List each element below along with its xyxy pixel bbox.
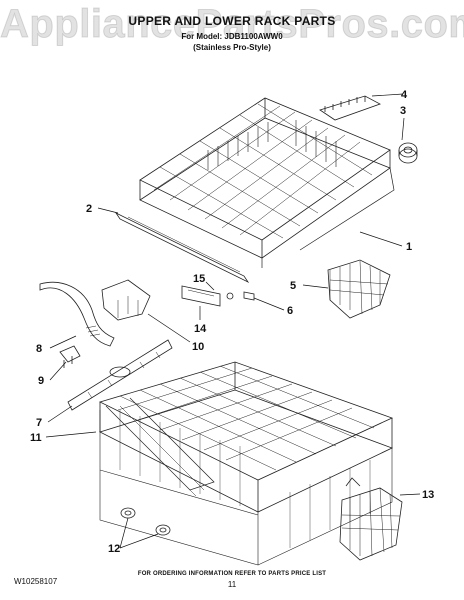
- callout-11: 11: [30, 432, 42, 444]
- callout-15: 15: [193, 273, 205, 285]
- part-8-drawing: [39, 281, 115, 347]
- callout-1: 1: [406, 241, 412, 253]
- model-line: For Model: JDB1100AWW0: [181, 32, 283, 41]
- callout-labels: 4 3 1 2 5 6 15 14 10 8 9 7 11 12 13: [30, 89, 434, 555]
- part-5-drawing: [327, 259, 391, 319]
- part-12-drawing: [120, 507, 171, 536]
- callout-13: 13: [422, 489, 434, 501]
- part-3-drawing: [398, 142, 418, 164]
- callout-2: 2: [86, 203, 92, 215]
- callout-9: 9: [38, 375, 44, 387]
- callout-8: 8: [36, 343, 42, 355]
- ordering-note: FOR ORDERING INFORMATION REFER TO PARTS …: [137, 571, 327, 577]
- callout-10: 10: [192, 341, 204, 353]
- diagram-subtitle: For Model: JDB1100AWW0 (Stainless Pro-St…: [0, 31, 464, 53]
- part-10-drawing: [101, 279, 151, 321]
- lower-rack-drawing: [98, 361, 394, 566]
- callout-3: 3: [400, 105, 406, 117]
- style-line: (Stainless Pro-Style): [193, 43, 271, 52]
- callout-6: 6: [287, 305, 293, 317]
- callout-5: 5: [290, 280, 296, 292]
- callout-12: 12: [108, 543, 120, 555]
- part-9-drawing: [59, 345, 81, 368]
- callout-7: 7: [36, 417, 42, 429]
- part-13-drawing: [339, 477, 403, 561]
- callout-4: 4: [401, 89, 408, 101]
- callout-14: 14: [194, 323, 207, 335]
- part-2-drawing: [114, 211, 250, 284]
- part-7-drawing: [67, 339, 173, 411]
- part-15-drawing: [226, 292, 234, 300]
- part-14-drawing: [181, 285, 221, 307]
- leader-lines: [45, 93, 421, 549]
- part-6-drawing: [243, 291, 255, 301]
- part-4-drawing: [319, 95, 381, 121]
- document-number: W10258107: [14, 577, 58, 586]
- page-number: 11: [227, 580, 237, 589]
- watermark: AppliancePartsPros.com: [0, 2, 464, 47]
- upper-rack-drawing: [139, 97, 395, 268]
- diagram-title: UPPER AND LOWER RACK PARTS: [128, 14, 336, 28]
